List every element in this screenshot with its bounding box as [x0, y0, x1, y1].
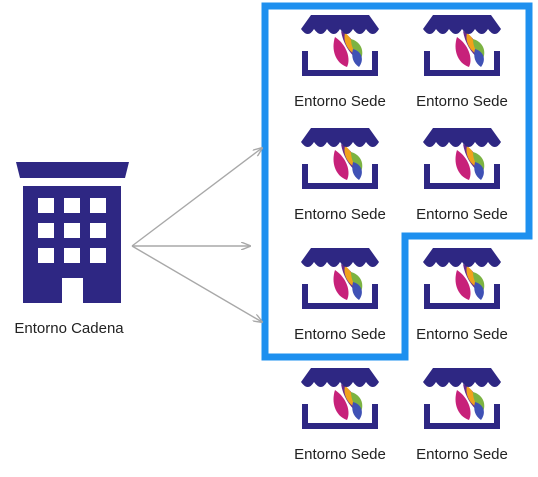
store-label: Entorno Sede [294, 326, 386, 343]
office-building-icon [16, 162, 129, 303]
store-label: Entorno Sede [294, 206, 386, 223]
storefront-icon [295, 128, 385, 192]
storefront-icon [295, 248, 385, 312]
chain-label: Entorno Cadena [14, 320, 124, 337]
arrow-to-top [131, 148, 262, 247]
storefront-icon [417, 248, 507, 312]
arrow-to-bottom [131, 245, 262, 322]
store-label: Entorno Sede [416, 93, 508, 110]
store-label: Entorno Sede [294, 446, 386, 463]
storefront-icon [295, 15, 385, 79]
storefront-icon [417, 368, 507, 432]
storefront-icon [417, 15, 507, 79]
storefront-icon [295, 368, 385, 432]
store-label: Entorno Sede [416, 206, 508, 223]
storefront-icon [417, 128, 507, 192]
selection-outline [261, 2, 533, 361]
store-label: Entorno Sede [416, 446, 508, 463]
store-label: Entorno Sede [294, 93, 386, 110]
store-label: Entorno Sede [416, 326, 508, 343]
